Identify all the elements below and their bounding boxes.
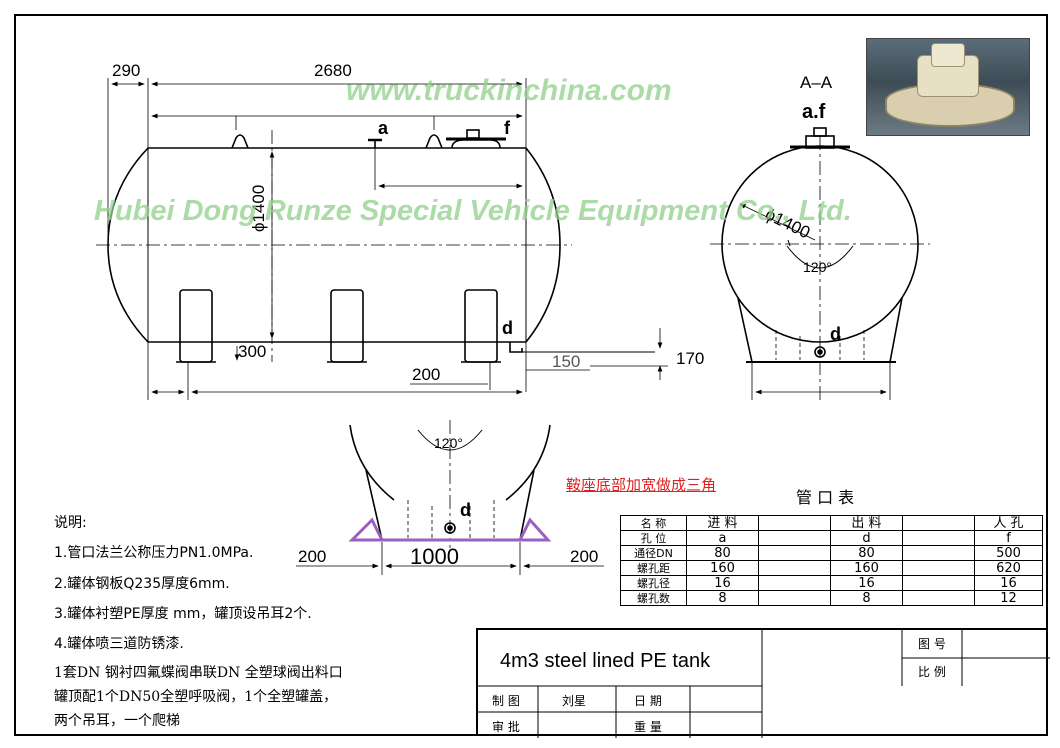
- section-view: [710, 127, 930, 400]
- note-line-2: 2.罐体钢板Q235厚度6mm.: [54, 576, 230, 592]
- detail-label-d: d: [460, 500, 471, 520]
- note-line-1: 1.管口法兰公称压力PN1.0MPa.: [54, 545, 254, 561]
- pipe-table-cell: [902, 560, 975, 576]
- pipe-table-title: 管 口 表: [796, 488, 855, 507]
- dim-overhang: 290: [112, 61, 140, 80]
- pipe-table-cell: [902, 575, 975, 591]
- detail-dim-width: 1000: [410, 544, 459, 569]
- watermark-company: Hubei Dong Runze Special Vehicle Equipme…: [94, 195, 852, 227]
- pipe-table-cell: 80: [830, 545, 903, 561]
- side-view-labels: 290 2680 ϕ1400 300 200 150 170 a f d: [112, 61, 704, 384]
- saddle-note: 鞍座底部加宽做成三角: [566, 476, 717, 494]
- pipe-table-cell: 500: [974, 545, 1043, 561]
- saddle-detail-labels: 120° d 1000 200 200: [298, 435, 598, 569]
- pipe-table-cell: 出 料: [830, 515, 903, 531]
- pipe-table-cell: 名 称: [620, 515, 687, 531]
- pipe-table-cell: 进 料: [686, 515, 759, 531]
- saddle-detail: [296, 420, 604, 575]
- dim-170: 170: [676, 349, 704, 368]
- pipe-table-cell: d: [830, 530, 903, 546]
- label-af: a.f: [802, 101, 826, 123]
- pipe-table-cell: 620: [974, 560, 1043, 576]
- note-line-7: 两个吊耳，一个爬梯: [54, 713, 180, 729]
- pipe-table-cell: 通径DN: [620, 545, 687, 561]
- title-block: 4m3 steel lined PE tank 图 号 比 例 制 图 刘星 日…: [476, 628, 1050, 738]
- pipe-table-cell: 16: [830, 575, 903, 591]
- pipe-table-cell: 16: [974, 575, 1043, 591]
- dim-length: 2680: [314, 61, 352, 80]
- dim-200: 200: [412, 365, 440, 384]
- date-label: 日 期: [634, 694, 662, 708]
- pipe-table-cell: [902, 530, 975, 546]
- note-line-3: 3.罐体衬塑PE厚度 mm，罐顶设吊耳2个.: [54, 606, 312, 622]
- scale-label: 比 例: [918, 665, 946, 679]
- detail-angle: 120°: [434, 435, 463, 451]
- note-line-4: 4.罐体喷三道防锈漆.: [54, 636, 184, 652]
- pipe-table-cell: 8: [830, 590, 903, 606]
- pipe-table-cell: [758, 590, 831, 606]
- pipe-table-cell: 8: [686, 590, 759, 606]
- note-line-5: 1套DN 钢衬四氟蝶阀串联DN 全塑球阀出料口: [54, 665, 343, 681]
- section-title: A–A: [800, 73, 833, 92]
- dim-150: 150: [552, 352, 580, 371]
- pipe-table-cell: 螺孔径: [620, 575, 687, 591]
- side-view: [96, 78, 668, 400]
- section-label-d: d: [830, 324, 841, 344]
- detail-dim-left: 200: [298, 547, 326, 566]
- approved-label: 审 批: [492, 720, 520, 734]
- section-angle: 120°: [803, 259, 832, 275]
- drawn-by: 刘星: [562, 694, 587, 708]
- pipe-table-cell: [758, 545, 831, 561]
- pipe-table-cell: f: [974, 530, 1043, 546]
- pipe-table-cell: 16: [686, 575, 759, 591]
- pipe-table-cell: [758, 515, 831, 531]
- watermark-url: www.truckinchina.com: [346, 74, 672, 107]
- label-a: a: [378, 118, 389, 138]
- pipe-table-cell: [902, 590, 975, 606]
- pipe-table-cell: a: [686, 530, 759, 546]
- pipe-table-cell: [902, 515, 975, 531]
- pipe-table-cell: 80: [686, 545, 759, 561]
- notes-heading: 说明:: [54, 515, 87, 531]
- pipe-table-cell: [758, 530, 831, 546]
- drawing-title: 4m3 steel lined PE tank: [500, 650, 711, 672]
- pipe-table-cell: 人 孔: [974, 515, 1043, 531]
- title-block-grid: [478, 630, 1050, 738]
- drawing-no-label: 图 号: [918, 637, 946, 651]
- pipe-table-cell: 160: [830, 560, 903, 576]
- label-f: f: [504, 118, 511, 138]
- dim-diameter: ϕ1400: [249, 185, 268, 232]
- manway-photo: [866, 38, 1030, 136]
- detail-dim-right: 200: [570, 547, 598, 566]
- pipe-table-cell: 12: [974, 590, 1043, 606]
- label-d: d: [502, 318, 513, 338]
- pipe-table-cell: [758, 560, 831, 576]
- note-line-6: 罐顶配1个DN50全塑呼吸阀，1个全塑罐盖，: [54, 689, 338, 705]
- pipe-table-cell: 孔 位: [620, 530, 687, 546]
- pipe-table-cell: 160: [686, 560, 759, 576]
- weight-label: 重 量: [634, 720, 662, 734]
- pipe-table-cell: [758, 575, 831, 591]
- pipe-table-cell: 螺孔距: [620, 560, 687, 576]
- pipe-table-header: 名 称进 料 出 料 人 孔: [620, 515, 1043, 531]
- pipe-table-cell: 螺孔数: [620, 590, 687, 606]
- drawn-label: 制 图: [492, 694, 520, 708]
- pipe-table-cell: [902, 545, 975, 561]
- dim-saddle-height: 300: [238, 342, 266, 361]
